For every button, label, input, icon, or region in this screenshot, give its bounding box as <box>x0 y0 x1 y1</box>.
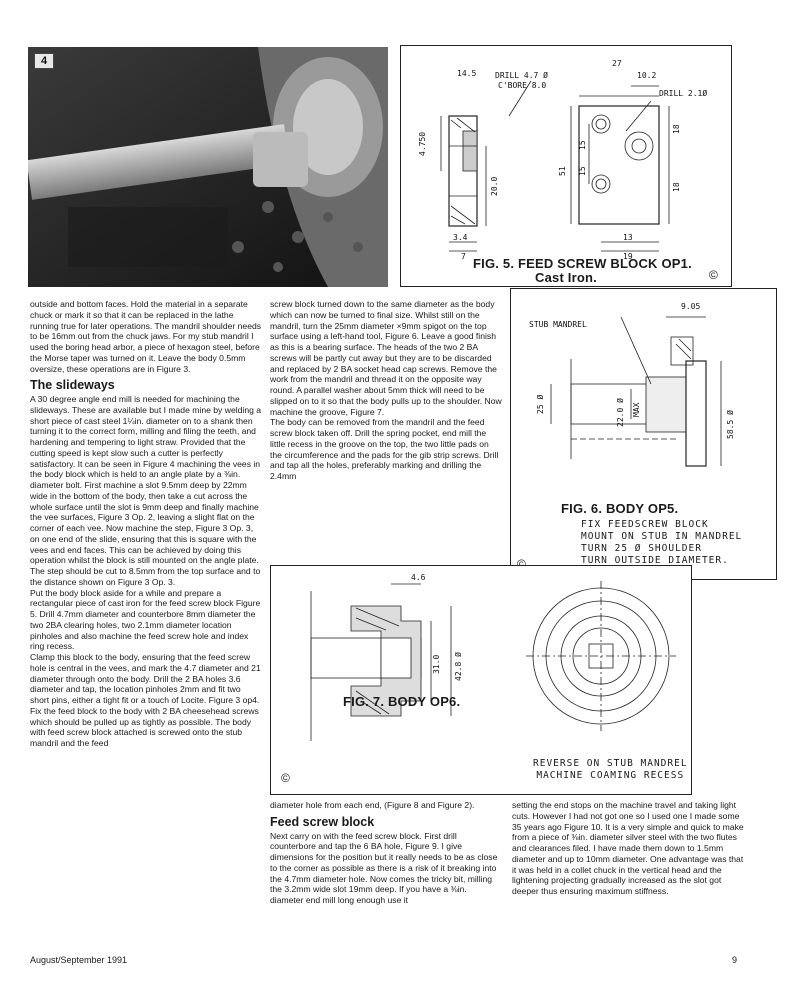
fig6-notes: FIX FEEDSCREW BLOCK MOUNT ON STUB IN MAN… <box>581 519 742 567</box>
fig5-copyright: © <box>709 268 718 282</box>
fig7-dim-4-6: 4.6 <box>411 573 426 582</box>
fig5-dim-15a: 15 <box>578 140 587 150</box>
fig6-note-3: TURN 25 Ø SHOULDER <box>581 543 702 554</box>
fig5-drawing: 14.5 DRILL 4.7 Ø C'BORE 8.0 27 10.2 DRIL… <box>418 59 707 261</box>
fig5-drill-4-7: DRILL 4.7 Ø <box>495 70 548 80</box>
col3-paragraph-1: setting the end stops on the machine tra… <box>512 800 744 896</box>
fig5-drill-2-1: DRILL 2.1Ø <box>659 88 707 98</box>
fig6-caption: FIG. 6. BODY OP5. <box>561 501 679 516</box>
column-3: setting the end stops on the machine tra… <box>512 800 747 897</box>
figure-5: 14.5 DRILL 4.7 Ø C'BORE 8.0 27 10.2 DRIL… <box>400 45 732 287</box>
fig5-dim-14-5: 14.5 <box>457 69 476 78</box>
footer-date: August/September 1991 <box>30 955 128 965</box>
fig6-note-2: MOUNT ON STUB IN MANDREL <box>581 531 743 542</box>
fig5-dim-10-2: 10.2 <box>637 71 656 80</box>
fig5-caption-material: Cast Iron. <box>535 270 597 285</box>
col2-paragraph-3: diameter hole from each end, (Figure 8 a… <box>270 800 475 810</box>
col1-paragraph-1: A 30 degree angle end mill is needed for… <box>30 394 262 587</box>
fig5-dim-13: 13 <box>623 233 633 242</box>
fig5-dim-3-4: 3.4 <box>453 233 468 242</box>
fig5-dim-18b: 18 <box>672 182 681 192</box>
fig5-dim-18a: 18 <box>672 124 681 134</box>
fig7-note-2: MACHINE COAMING RECESS <box>536 770 685 781</box>
fig6-copyright: © <box>517 557 526 571</box>
heading-feed-screw-block: Feed screw block <box>270 814 375 829</box>
column-2-bottom: diameter hole from each end, (Figure 8 a… <box>270 800 502 906</box>
fig5-caption: FIG. 5. FEED SCREW BLOCK OP1. <box>473 256 692 271</box>
photo-figure-4: 4 <box>28 47 388 287</box>
fig6-note-4: TURN OUTSIDE DIAMETER. <box>581 555 729 566</box>
fig6-note-1: FIX FEEDSCREW BLOCK <box>581 519 709 530</box>
fig5-dim-15b: 15 <box>578 166 587 176</box>
fig6-dim-9-05: 9.05 <box>681 302 700 311</box>
fig7-dim-31: 31.0 <box>432 655 441 674</box>
photo-number-tag: 4 <box>34 53 54 69</box>
fig7-note-1: REVERSE ON STUB MANDREL <box>533 758 688 769</box>
figure-6: STUB MANDREL 9.05 25 Ø 22.0 Ø MAX 58.5 Ø… <box>510 288 777 580</box>
fig7-copyright: © <box>281 771 290 785</box>
fig5-cbore-8: C'BORE 8.0 <box>498 81 546 90</box>
fig6-dim-25: 25 Ø <box>535 395 545 414</box>
col1-intro: outside and bottom faces. Hold the mater… <box>30 299 262 374</box>
col2-paragraph-4: Next carry on with the feed screw block.… <box>270 830 498 906</box>
fig6-drawing: STUB MANDREL 9.05 25 Ø 22.0 Ø MAX 58.5 Ø <box>529 302 735 467</box>
fig7-caption: FIG. 7. BODY OP6. <box>343 694 461 709</box>
fig5-dim-19: 19 <box>623 252 633 261</box>
fig7-drawing: 4.6 31.0 42.8 Ø <box>310 573 676 741</box>
figure-7: 4.6 31.0 42.8 Ø FIG. 7. BODY OP6. REVERS… <box>270 565 692 795</box>
fig6-dim-58-5: 58.5 Ø <box>725 410 735 439</box>
fig5-dim-20: 20.0 <box>490 177 499 196</box>
col1-paragraph-3: Clamp this block to the body, ensuring t… <box>30 652 261 748</box>
fig6-stub-mandrel-label: STUB MANDREL <box>529 320 587 329</box>
heading-slideways: The slideways <box>30 378 115 393</box>
col2-paragraph-1: screw block turned down to the same diam… <box>270 299 502 417</box>
footer-page-number: 9 <box>732 955 738 965</box>
col2-paragraph-2: The body can be removed from the mandril… <box>270 417 499 481</box>
fig5-dim-4-750: 4.750 <box>418 132 427 156</box>
fig6-max: MAX <box>632 402 641 417</box>
column-1: outside and bottom faces. Hold the mater… <box>30 299 262 749</box>
fig7-notes: REVERSE ON STUB MANDREL MACHINE COAMING … <box>533 758 688 782</box>
col1-paragraph-2: Put the body block aside for a while and… <box>30 587 261 652</box>
fig6-dim-22: 22.0 Ø <box>615 398 625 427</box>
fig5-dim-51: 51 <box>558 166 567 176</box>
column-2-top: screw block turned down to the same diam… <box>270 299 502 482</box>
fig5-dim-7: 7 <box>461 252 466 261</box>
photo-lathe-image <box>28 47 388 287</box>
fig5-dim-27: 27 <box>612 59 622 68</box>
fig7-dim-42-8: 42.8 Ø <box>453 652 463 681</box>
